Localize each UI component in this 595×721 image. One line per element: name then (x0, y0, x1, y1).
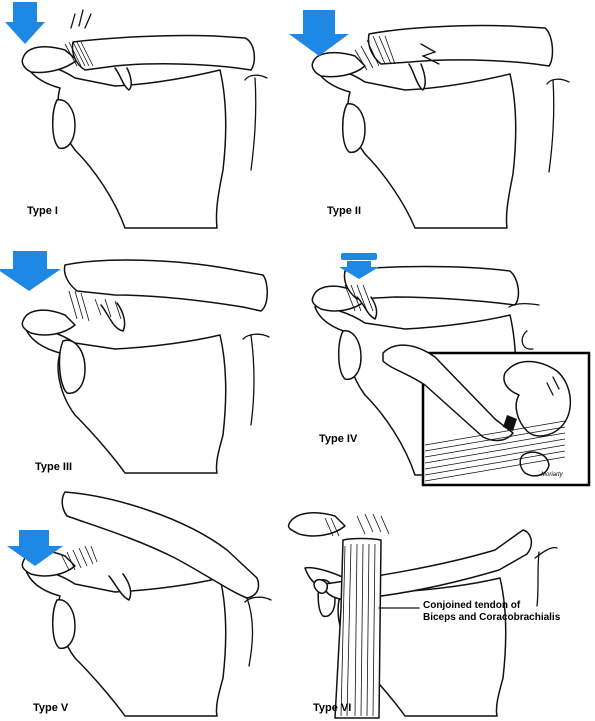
scapula-border (246, 597, 254, 667)
panel-type-2: Type II (289, 0, 575, 230)
coracoid (114, 67, 132, 91)
type-5-label: Type V (33, 702, 69, 714)
inset-fiber-marks (546, 376, 560, 396)
conjoined-tendon-callout: Conjoined tendon of Biceps and Coracobra… (423, 600, 560, 624)
superior-view-inset (382, 344, 591, 487)
inset-displacement-marker (503, 415, 517, 431)
clavicle (61, 491, 260, 599)
coracoid (408, 63, 426, 91)
clavicle-end (521, 330, 534, 350)
force-arrow (7, 530, 63, 566)
inset-clavicle (382, 344, 514, 442)
scapula-edge (244, 596, 272, 603)
conjoined-tendon (334, 537, 382, 719)
torn-ac-ligament (354, 35, 396, 71)
coracoid (313, 578, 329, 594)
acromion (287, 511, 346, 537)
scapula-border (536, 551, 540, 607)
posterior-force-arrow (339, 253, 379, 279)
glenoid (338, 330, 362, 381)
scapula-edge (534, 546, 558, 559)
scapula-border (548, 79, 555, 173)
panel-type-1: Type I (5, 0, 285, 230)
inset-acromion (503, 360, 572, 437)
callout-line-1: Conjoined tendon of (423, 600, 521, 611)
panel-type-4: Type IV Moriarty (295, 245, 595, 487)
scapula-edge (546, 78, 570, 85)
type-3-label: Type III (35, 461, 73, 473)
type-3-illustration (0, 251, 270, 474)
type-1-illustration (5, 2, 268, 229)
inset-signature: Moriarty (541, 472, 563, 478)
scapula-edge (244, 74, 268, 81)
glenoid (52, 599, 76, 650)
clavicle (367, 24, 554, 67)
type-4-label: Type IV (319, 433, 358, 445)
force-arrow (5, 2, 45, 44)
panel-type-3: Type III (0, 245, 285, 475)
clavicle (71, 34, 256, 71)
glenoid (342, 103, 366, 154)
scapula-border (250, 77, 257, 171)
type-5-illustration (7, 491, 272, 717)
ac-ligament (64, 41, 94, 67)
force-arrow (289, 10, 349, 56)
type-2-illustration (289, 10, 570, 229)
acromion (311, 51, 366, 78)
scapula-border (250, 334, 255, 426)
scapula-edge (242, 333, 270, 340)
scapula-edge (508, 303, 540, 308)
inset-coracoid (519, 451, 550, 477)
coracoid (356, 296, 378, 320)
scapula (24, 325, 227, 474)
coracoid (100, 302, 126, 332)
torn-ligaments (344, 284, 374, 312)
acromion (21, 45, 78, 74)
glenoid (52, 99, 76, 150)
inset-trapezius-fibers (424, 420, 566, 482)
glenoid (58, 339, 86, 394)
coracoid (108, 573, 132, 601)
type-1-label: Type I (27, 205, 58, 217)
type-6-illustration (287, 511, 558, 719)
force-arrow (0, 251, 61, 291)
callout-line-2: Biceps and Coracobrachialis (423, 612, 561, 623)
panel-type-5: Type V (5, 488, 285, 718)
acromion (21, 309, 76, 336)
type-6-label: Type VI (313, 702, 352, 714)
type-4-illustration (311, 253, 591, 487)
type-2-label: Type II (327, 205, 362, 217)
panel-type-6: Conjoined tendon of Biceps and Coracobra… (285, 488, 590, 719)
torn-ligaments (324, 513, 390, 537)
sprain-marks (420, 43, 440, 65)
torn-ligaments (68, 290, 122, 322)
clavicle (63, 259, 268, 312)
torn-ligaments (60, 545, 98, 571)
sprain-marks (70, 9, 92, 29)
